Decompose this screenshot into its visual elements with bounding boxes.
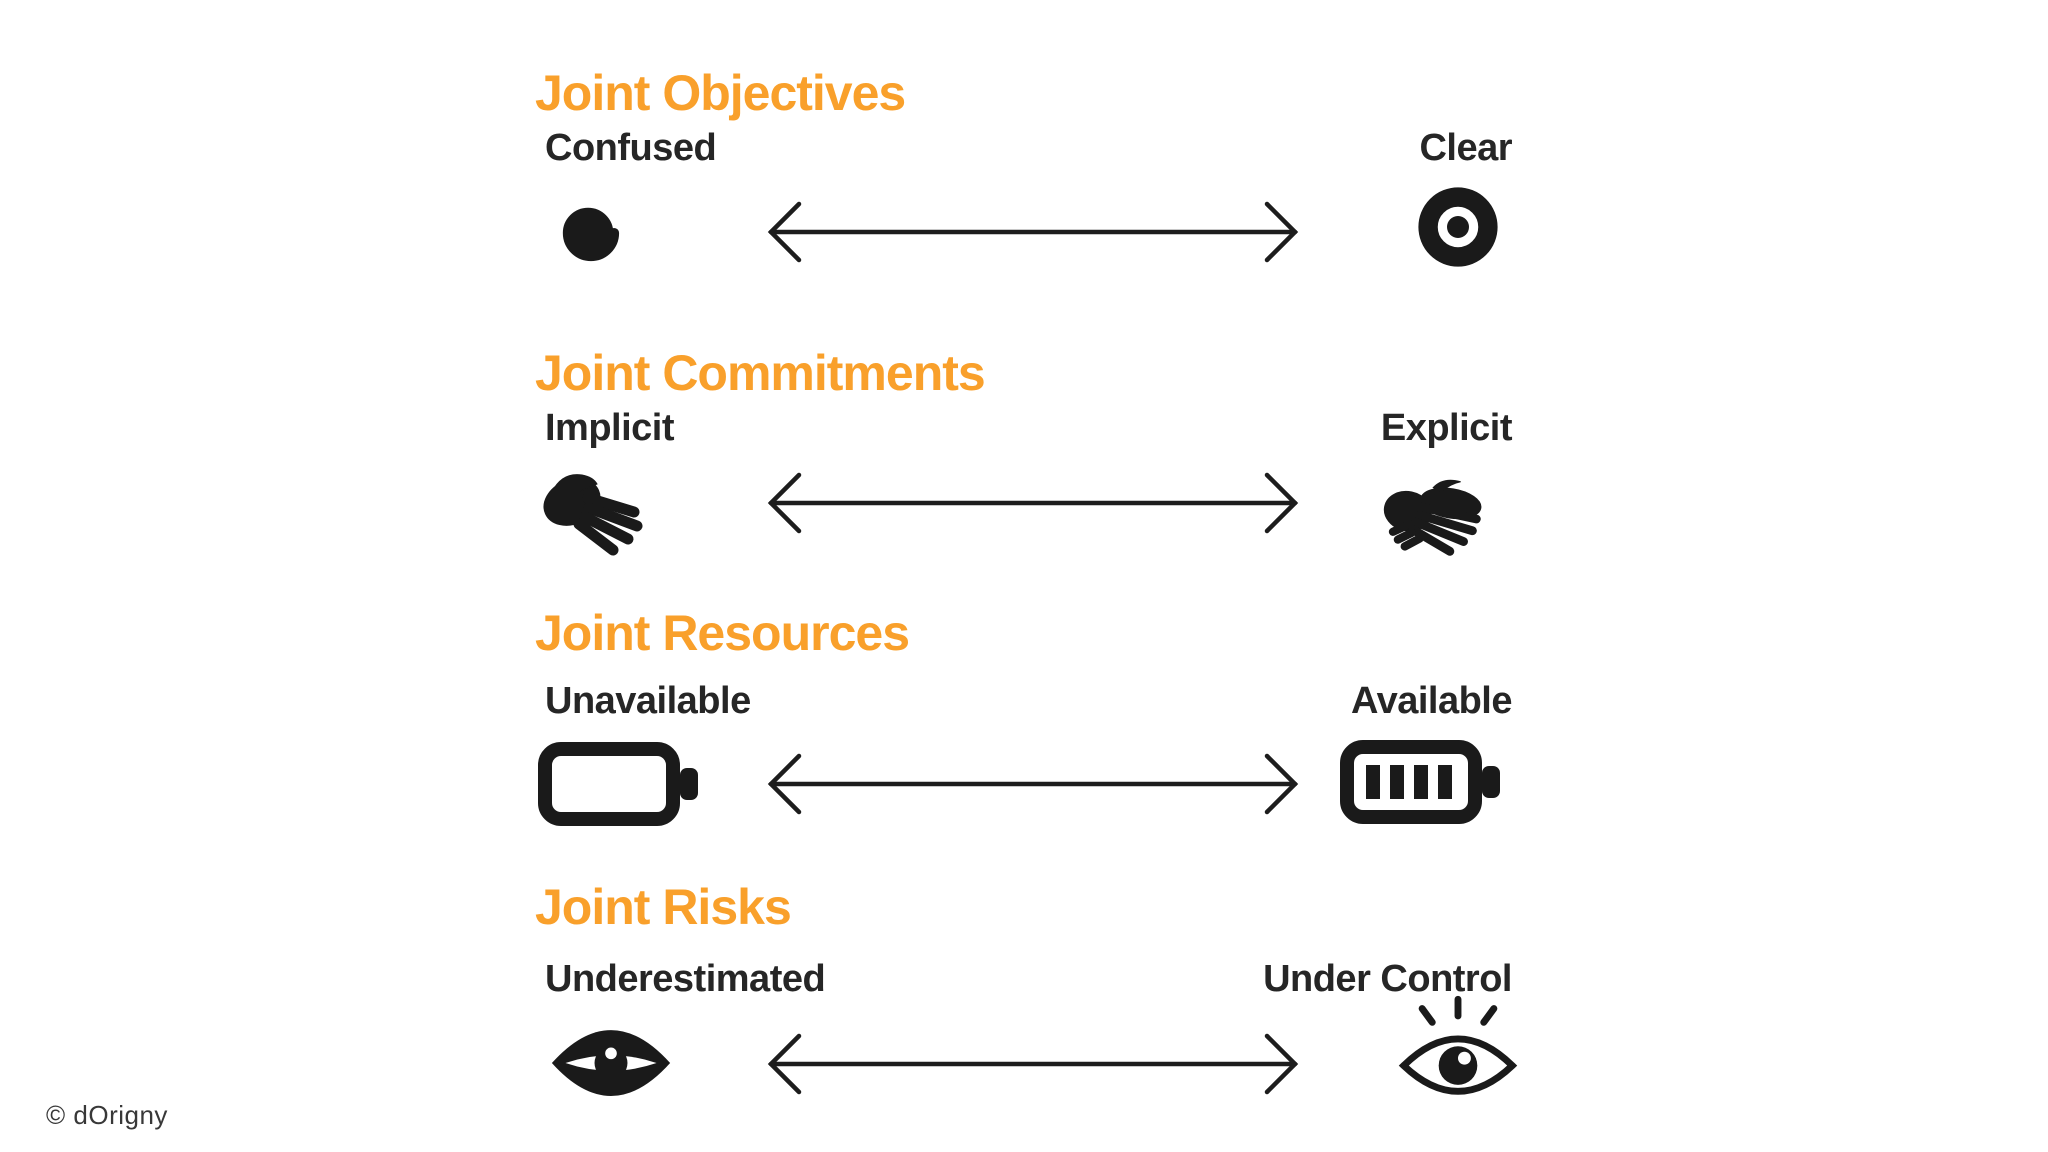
handshake-icon [1383, 479, 1482, 556]
section-title-joint-risks: Joint Risks [535, 879, 792, 935]
section-title-joint-resources: Joint Resources [535, 605, 910, 661]
eye-closed-icon [551, 1030, 671, 1096]
label-unavailable: Unavailable [545, 680, 751, 722]
double-headed-arrow-icon [767, 753, 1299, 815]
target-icon [1418, 187, 1498, 267]
eye-open-icon [1398, 995, 1518, 1095]
label-available: Available [1351, 680, 1512, 722]
double-headed-arrow-icon [767, 1033, 1299, 1095]
double-headed-arrow-icon [767, 472, 1299, 534]
spiral-icon [562, 207, 620, 262]
label-underestimated: Underestimated [545, 958, 826, 1000]
section-title-joint-commitments: Joint Commitments [535, 345, 986, 401]
double-headed-arrow-icon [767, 201, 1299, 263]
label-confused: Confused [545, 127, 717, 169]
label-clear: Clear [1419, 127, 1512, 169]
section-title-joint-objectives: Joint Objectives [535, 65, 906, 121]
label-under-control: Under Control [1263, 958, 1512, 1000]
label-implicit: Implicit [545, 407, 675, 449]
battery-full-icon [1340, 740, 1500, 824]
open-hand-icon [543, 474, 643, 556]
label-explicit: Explicit [1380, 407, 1513, 449]
copyright-watermark: © dOrigny [46, 1100, 168, 1130]
battery-empty-icon [538, 742, 698, 826]
